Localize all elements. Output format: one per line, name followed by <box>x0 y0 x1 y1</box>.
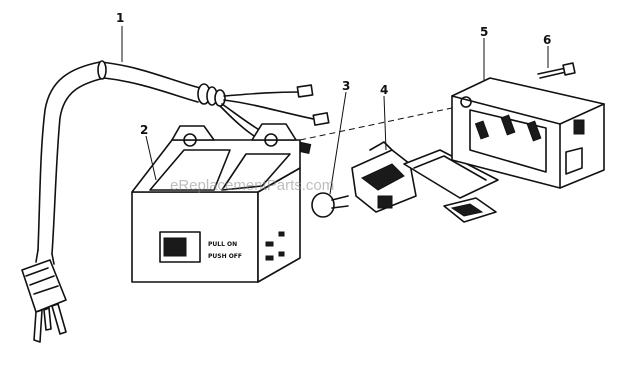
assembly-line <box>299 107 453 141</box>
leader-line-2 <box>145 135 157 181</box>
switch-label-push-off: PUSH OFF <box>208 253 242 260</box>
knob-icon <box>311 192 349 218</box>
screw-icon <box>537 62 576 79</box>
switch-icon <box>351 141 499 223</box>
callout-6: 6 <box>543 33 551 47</box>
watermark: eReplacementParts.com <box>170 177 334 194</box>
bracket-icon <box>451 77 605 189</box>
callout-1: 1 <box>116 11 124 25</box>
switch-label-pull-on: PULL ON <box>208 241 237 248</box>
callout-2: 2 <box>140 123 148 137</box>
switch-housing-icon: PULL ON PUSH OFF <box>131 123 301 283</box>
callout-3: 3 <box>342 79 350 93</box>
callout-4: 4 <box>380 83 388 97</box>
leader-line-4 <box>383 95 387 151</box>
callout-5: 5 <box>480 25 488 39</box>
leader-line-3 <box>329 91 347 195</box>
power-cord-icon <box>21 60 330 343</box>
